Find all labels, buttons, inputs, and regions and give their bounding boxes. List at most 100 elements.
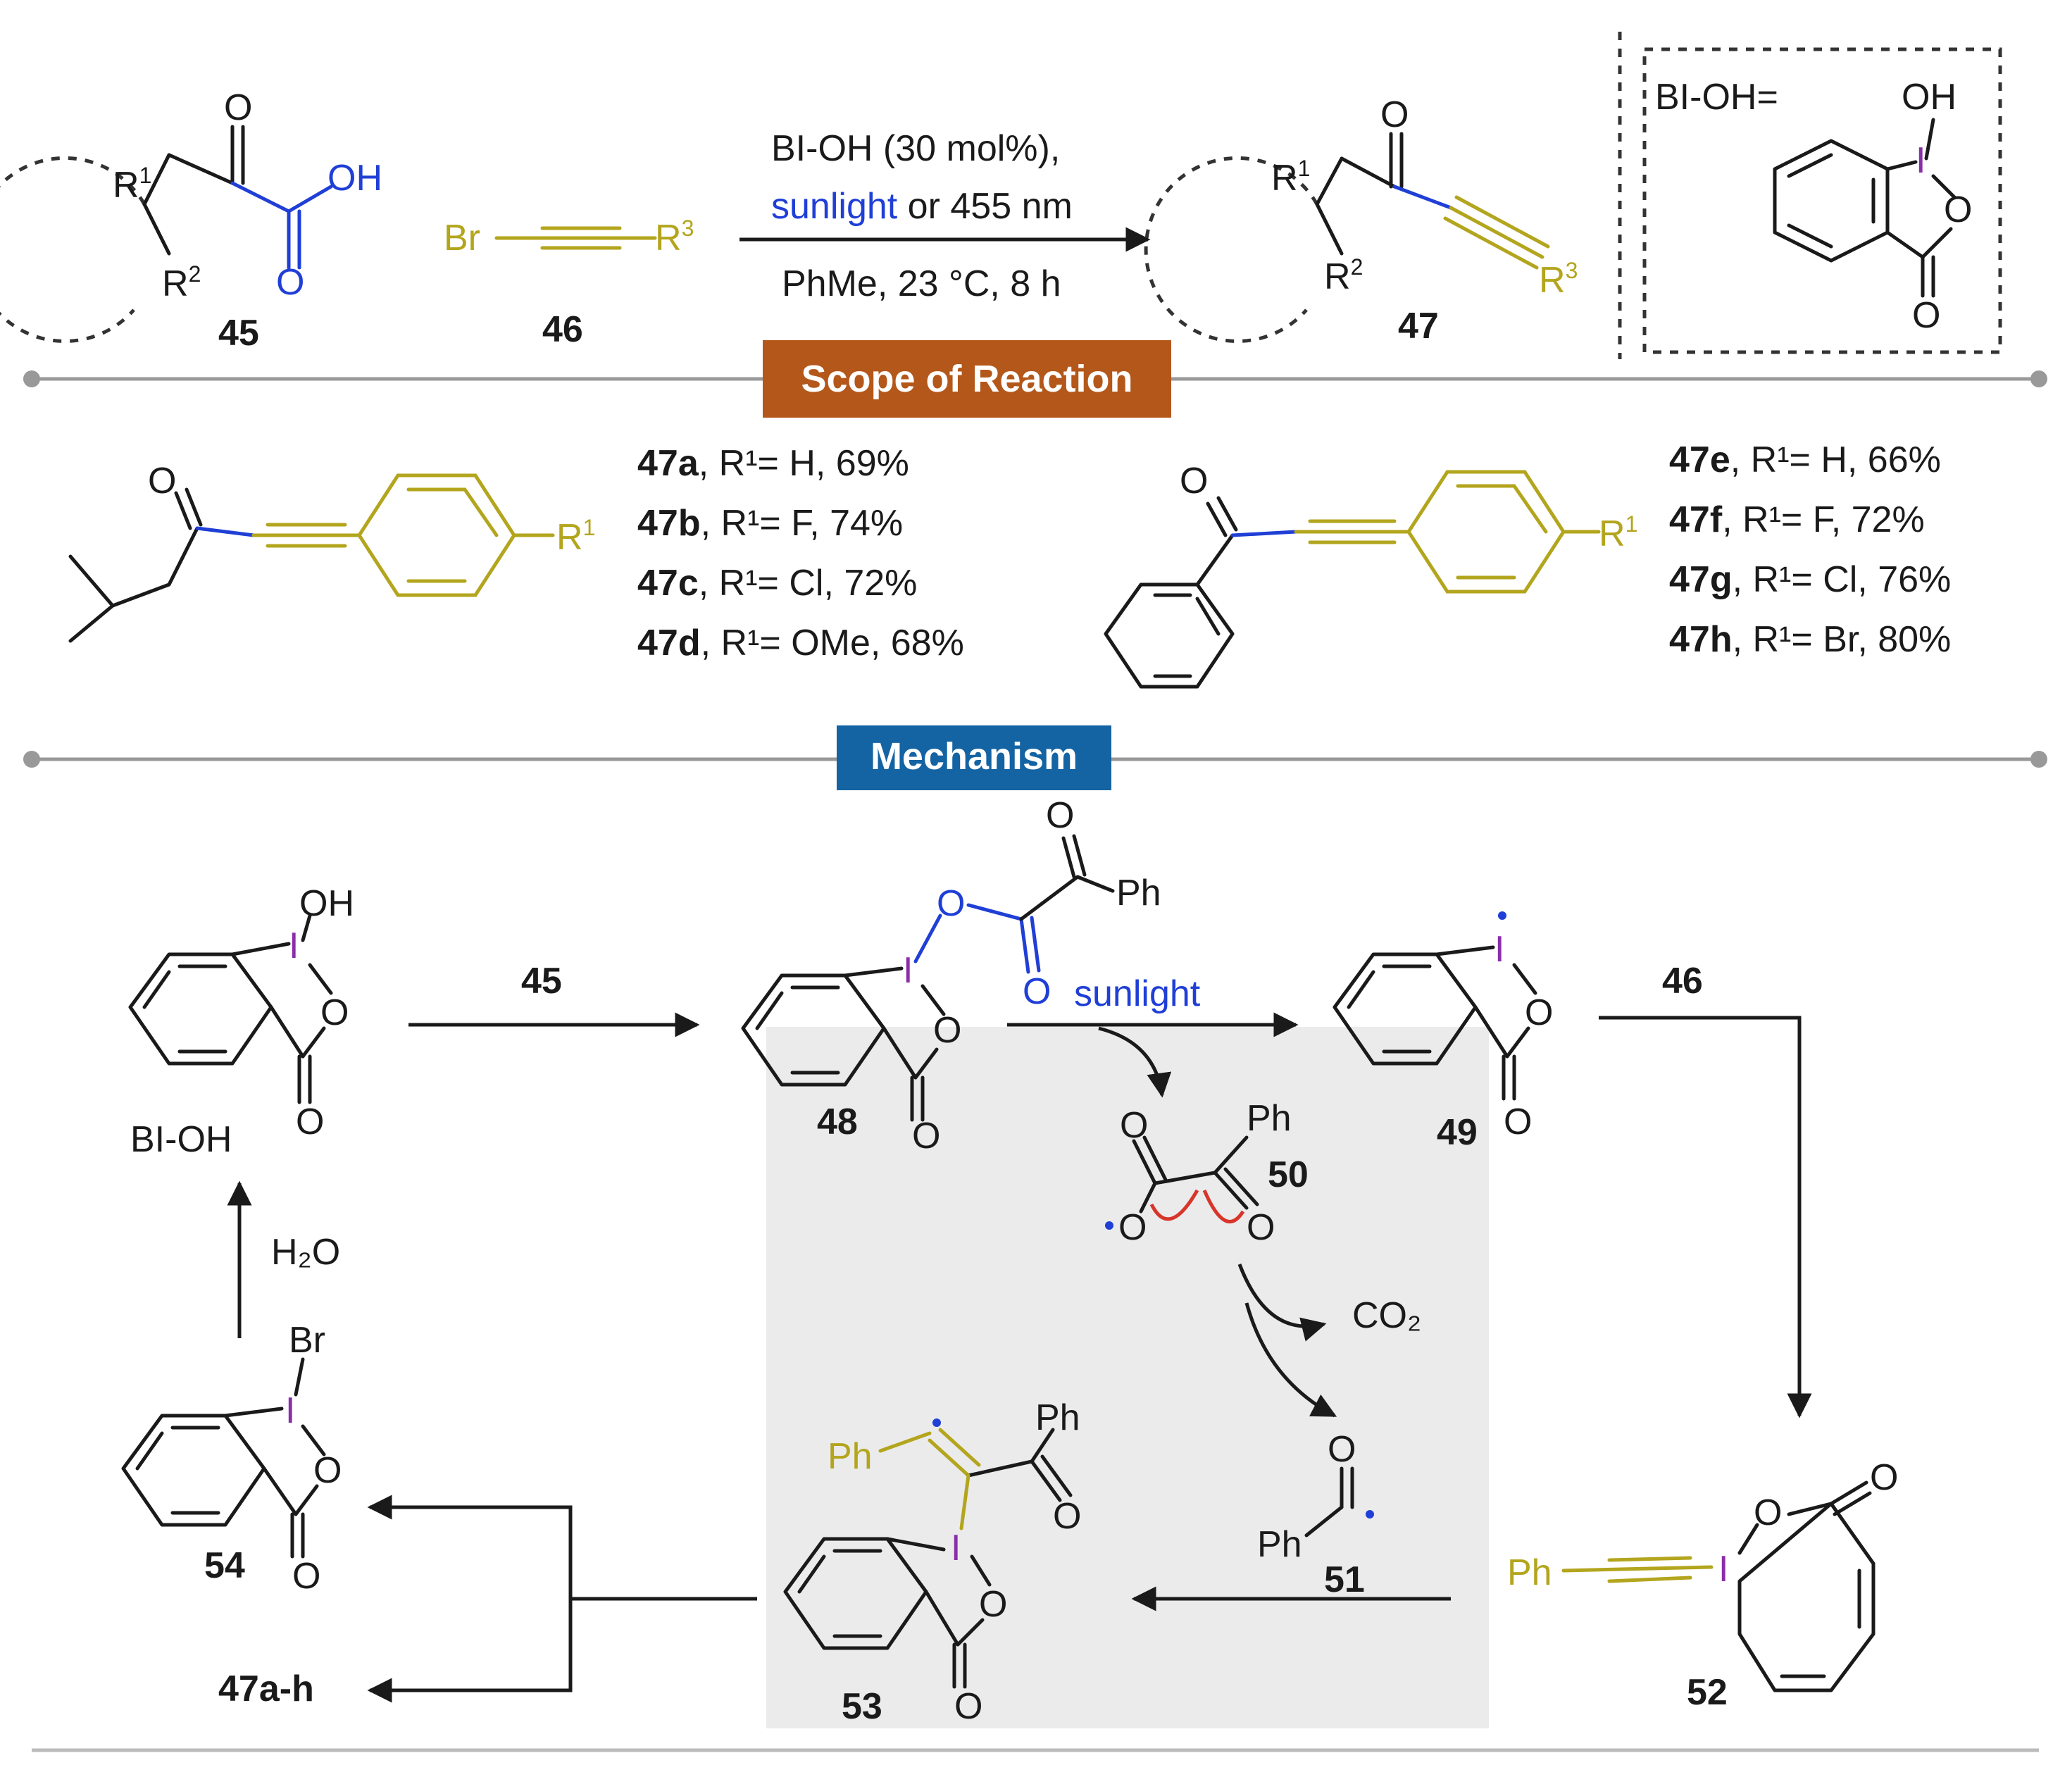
svg-text:O: O bbox=[1046, 795, 1074, 836]
svg-text:OH: OH bbox=[1902, 77, 1956, 118]
product-47: R1 R2 O R3 47 bbox=[1144, 94, 1578, 347]
svg-text:O: O bbox=[1754, 1492, 1782, 1533]
svg-text:O: O bbox=[313, 1450, 342, 1491]
step-label-45: 45 bbox=[521, 961, 562, 1002]
label-51: 51 bbox=[1324, 1559, 1365, 1600]
svg-text:O: O bbox=[1912, 295, 1940, 336]
svg-text:Ph: Ph bbox=[1247, 1098, 1292, 1139]
compound-48: I O O O Ph O O 48 bbox=[741, 795, 1161, 1156]
compound-50: O Ph O O 50 bbox=[1105, 1098, 1309, 1248]
label-53: 53 bbox=[842, 1686, 882, 1727]
reagent-46: Br R3 46 bbox=[444, 216, 694, 350]
scope-item-47b: 47b, R¹= F, 74% bbox=[637, 503, 903, 544]
svg-text:R2: R2 bbox=[162, 261, 201, 304]
shaded-region bbox=[766, 1027, 1489, 1728]
svg-text:O: O bbox=[1180, 461, 1208, 501]
svg-text:O: O bbox=[979, 1584, 1007, 1625]
conditions-light: sunlight bbox=[771, 186, 898, 227]
scope-right-list: 47e, R¹= H, 66% 47f, R¹= F, 72% 47g, R¹=… bbox=[1669, 439, 1951, 660]
arrow-49-to-52 bbox=[1599, 1016, 1812, 1418]
scope-item-47c: 47c, R¹= Cl, 72% bbox=[637, 563, 917, 604]
svg-text:Ph: Ph bbox=[1035, 1397, 1080, 1438]
svg-text:R3: R3 bbox=[1539, 258, 1578, 301]
arrow-to-products bbox=[367, 1599, 573, 1703]
curved-arrow-co2 bbox=[1237, 1264, 1327, 1342]
svg-text:I: I bbox=[903, 950, 913, 991]
compound-51: O Ph 51 bbox=[1257, 1429, 1374, 1600]
svg-text:OH: OH bbox=[299, 883, 354, 924]
compound-54: I Br O O 54 bbox=[121, 1320, 342, 1597]
mechanism-divider: Mechanism bbox=[23, 725, 2047, 790]
scope-left-list: 47a, R¹= H, 69% 47b, R¹= F, 74% 47c, R¹=… bbox=[637, 443, 964, 663]
svg-text:O: O bbox=[1525, 992, 1553, 1033]
curved-arrow-to-50 bbox=[1098, 1026, 1172, 1098]
svg-text:O: O bbox=[1870, 1457, 1898, 1498]
svg-text:O: O bbox=[320, 992, 349, 1033]
svg-text:O: O bbox=[292, 1556, 320, 1597]
step-label-sunlight: sunlight bbox=[1074, 973, 1201, 1014]
svg-text:Ph: Ph bbox=[1507, 1552, 1552, 1593]
scope-item-47e: 47e, R¹= H, 66% bbox=[1669, 439, 1941, 480]
svg-text:I: I bbox=[1494, 929, 1504, 970]
conditions-line2: or 455 nm bbox=[897, 186, 1073, 227]
label-54: 54 bbox=[204, 1545, 245, 1586]
svg-text:R1: R1 bbox=[1271, 156, 1310, 199]
scope-divider: Scope of Reaction bbox=[23, 340, 2047, 418]
label-45: 45 bbox=[218, 313, 259, 354]
svg-text:O: O bbox=[1247, 1207, 1275, 1248]
conditions-line1: BI-OH (30 mol%), bbox=[771, 128, 1060, 169]
scope-right-structure: O R1 bbox=[1104, 461, 1637, 689]
svg-text:Ph: Ph bbox=[1257, 1524, 1302, 1565]
mechanism-title: Mechanism bbox=[870, 735, 1078, 778]
svg-text:O: O bbox=[1944, 189, 1972, 230]
svg-text:O: O bbox=[933, 1010, 961, 1051]
inset-label: BI-OH= bbox=[1655, 77, 1778, 118]
svg-text:O: O bbox=[1023, 971, 1051, 1012]
label-water: H₂O bbox=[271, 1232, 340, 1273]
svg-text:R3: R3 bbox=[655, 216, 694, 258]
svg-text:I: I bbox=[1718, 1549, 1728, 1590]
curved-arrow-to-51 bbox=[1244, 1302, 1337, 1418]
svg-text:I: I bbox=[285, 1390, 295, 1431]
arrow-to-54 bbox=[367, 1495, 573, 1599]
scope-item-47g: 47g, R¹= Cl, 76% bbox=[1669, 559, 1951, 600]
svg-text:OH: OH bbox=[327, 158, 382, 199]
svg-text:O: O bbox=[296, 1102, 324, 1142]
compound-bioh: I OH O O BI-OH bbox=[128, 883, 354, 1160]
compound-52: Ph I O O 52 bbox=[1507, 1457, 1898, 1713]
label-52: 52 bbox=[1687, 1672, 1728, 1713]
svg-text:O: O bbox=[1328, 1429, 1356, 1470]
label-47: 47 bbox=[1398, 306, 1439, 347]
scope-item-47a: 47a, R¹= H, 69% bbox=[637, 443, 909, 484]
compound-49: I O O 49 bbox=[1333, 911, 1553, 1153]
svg-text:O: O bbox=[224, 87, 252, 128]
svg-text:Br: Br bbox=[289, 1320, 325, 1361]
label-bioh: BI-OH bbox=[130, 1119, 232, 1160]
svg-text:O: O bbox=[1053, 1496, 1081, 1537]
scope-item-47d: 47d, R¹= OMe, 68% bbox=[637, 623, 964, 663]
svg-text:R1: R1 bbox=[1599, 511, 1637, 554]
svg-text:I: I bbox=[951, 1528, 961, 1568]
conditions-line3: PhMe, 23 °C, 8 h bbox=[782, 263, 1061, 304]
scope-left-structure: O R1 bbox=[68, 461, 595, 643]
svg-text:O: O bbox=[148, 461, 176, 501]
step-label-46: 46 bbox=[1662, 961, 1703, 1002]
label-co2: CO₂ bbox=[1352, 1295, 1421, 1336]
compound-53: Ph Ph O I O O 53 bbox=[783, 1397, 1081, 1727]
svg-text:I: I bbox=[289, 925, 299, 966]
reaction-conditions: BI-OH (30 mol%), sunlight or 455 nm PhMe… bbox=[739, 128, 1151, 304]
scope-item-47f: 47f, R¹= F, 72% bbox=[1669, 499, 1925, 540]
svg-text:R2: R2 bbox=[1324, 254, 1363, 297]
svg-text:O: O bbox=[1504, 1102, 1532, 1142]
label-48: 48 bbox=[817, 1102, 858, 1142]
svg-text:O: O bbox=[937, 883, 965, 924]
svg-text:O: O bbox=[912, 1116, 940, 1156]
svg-text:I: I bbox=[1916, 140, 1926, 181]
svg-text:sunlight or 455 nm: sunlight or 455 nm bbox=[771, 186, 1073, 227]
label-49: 49 bbox=[1437, 1112, 1478, 1153]
svg-text:Ph: Ph bbox=[1116, 873, 1161, 913]
svg-text:O: O bbox=[1118, 1207, 1147, 1248]
svg-text:R1: R1 bbox=[556, 515, 595, 558]
svg-text:O: O bbox=[1380, 94, 1409, 135]
label-products: 47a-h bbox=[218, 1669, 314, 1709]
